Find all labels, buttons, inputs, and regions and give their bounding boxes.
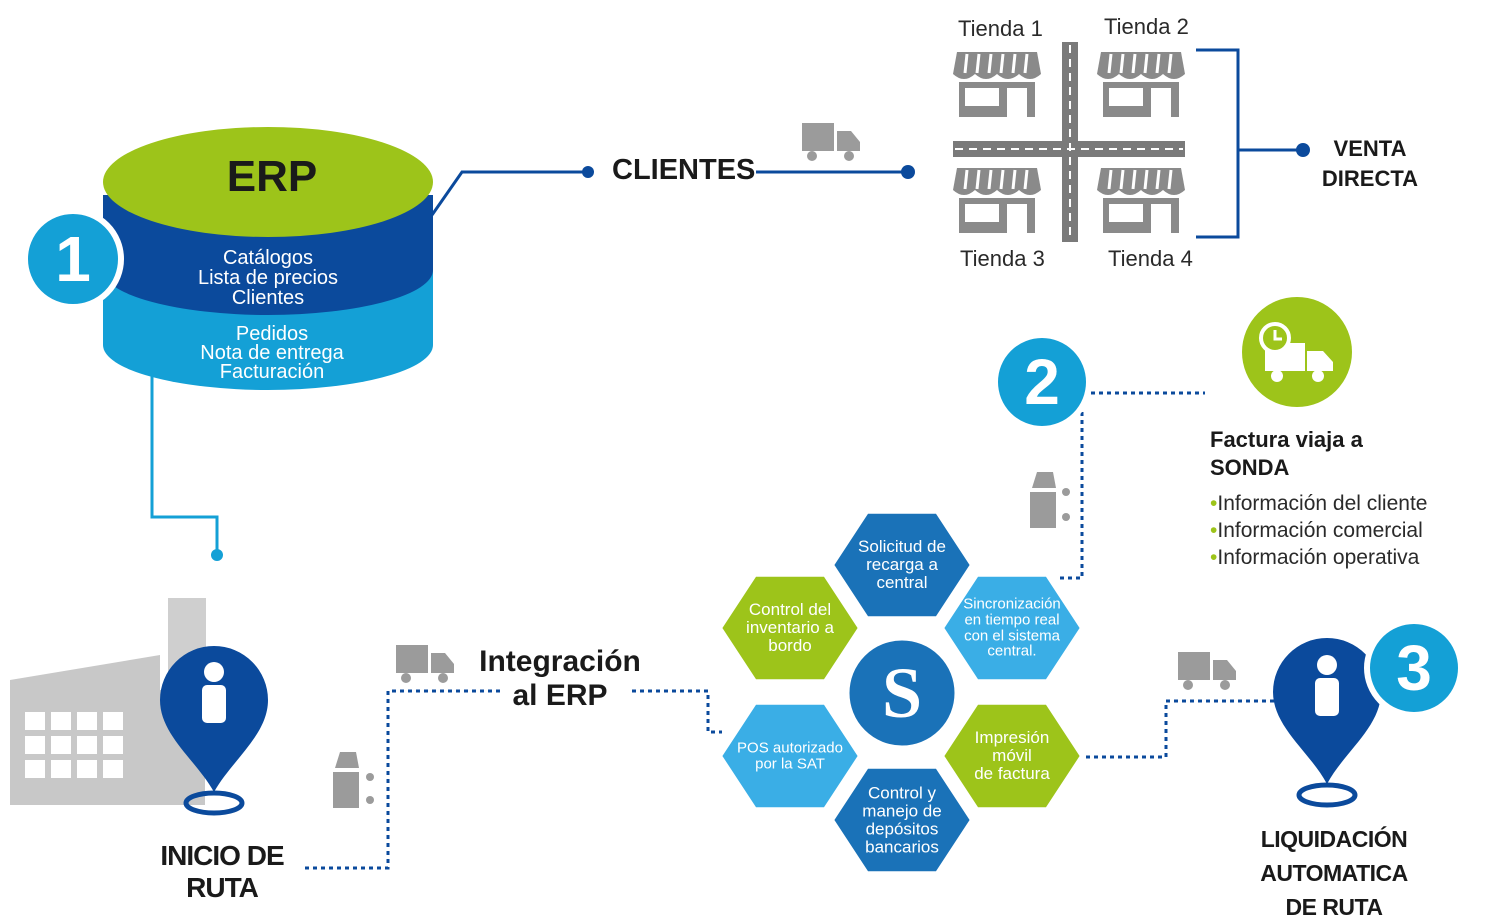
store-icon: [1097, 168, 1185, 233]
truck-icon-clientes: [802, 123, 860, 161]
factura-title: Factura viaja a SONDA: [1210, 427, 1363, 480]
erp-item: Nota de entrega: [200, 342, 344, 364]
hexagon-label: Sincronización en tiempo real con el sis…: [963, 595, 1061, 660]
erp-item: Lista de precios: [197, 267, 339, 289]
store-label-1: Tienda 1: [958, 16, 1043, 41]
hexagon-tile: [939, 700, 1085, 812]
hexagon-tile: [939, 572, 1085, 684]
erp-band-bottom: Pedidos Nota de entrega Facturación: [200, 323, 344, 383]
erp-item: Catálogos: [222, 247, 314, 269]
step-1-badge: 1: [22, 208, 124, 310]
location-pin-liquidacion-icon: [1273, 638, 1381, 808]
erp-cylinder: [103, 127, 433, 390]
store-label-3: Tienda 3: [960, 246, 1045, 271]
truck-icon-integracion: [396, 645, 454, 683]
clientes-label: CLIENTES: [612, 154, 756, 186]
hexagon-tile: [829, 764, 975, 876]
store-label-4: Tienda 4: [1108, 246, 1193, 271]
dotted-connectors: [305, 391, 1275, 870]
list-item: •Información del cliente: [1210, 492, 1428, 515]
connector-erp-clientes: [430, 165, 915, 216]
diagram-canvas: ERP Catálogos Lista de precios Clientes …: [10, 14, 1464, 920]
hexagon-tile: [717, 572, 863, 684]
erp-title: ERP: [226, 152, 318, 201]
venta-directa-label: VENTA DIRECTA: [1321, 136, 1419, 191]
sonda-logo-icon: [844, 635, 960, 751]
inicio-ruta-label: INICIO DE RUTA: [160, 840, 284, 903]
step-2-badge: 2: [992, 332, 1092, 432]
factory-icon: [10, 598, 206, 805]
truck-icon-liquidacion: [1178, 652, 1236, 690]
store-icon: [953, 52, 1041, 117]
hexagon-label: Control y manejo de depósitos bancarios: [862, 783, 942, 856]
diagram-graphics: [10, 42, 1381, 876]
erp-band-top: Catálogos Lista de precios Clientes: [198, 248, 338, 308]
hexagon-tile: [829, 509, 975, 621]
factura-list: •Información del cliente •Información co…: [1210, 490, 1427, 571]
truck-vertical-icon-inicio: [333, 752, 374, 808]
truck-vertical-icon-step2: [1030, 472, 1070, 528]
connector-stores-venta: [1196, 48, 1310, 239]
sonda-logo-letter: S: [881, 653, 923, 733]
hexagon-label: Solicitud de recarga a central: [858, 537, 946, 592]
liquidacion-label: LIQUIDACIÓN AUTOMATICA DE RUTA: [1260, 826, 1408, 920]
list-item: •Información operativa: [1210, 546, 1420, 569]
road-cross: [953, 42, 1185, 242]
connector-erp-factory: [150, 370, 223, 561]
erp-item: Pedidos: [235, 323, 309, 345]
erp-item: Facturación: [219, 361, 325, 383]
step-3-badge: 3: [1364, 618, 1464, 718]
store-icon: [953, 168, 1041, 233]
hexagon-label: Control del inventario a bordo: [746, 600, 834, 655]
list-item: •Información comercial: [1210, 519, 1423, 542]
hexagon-label: POS autorizado por la SAT: [737, 739, 843, 772]
location-pin-inicio-icon: [160, 646, 268, 816]
hexagon-tile: [717, 700, 863, 812]
hexagon-label: Impresión móvil de factura: [974, 728, 1050, 783]
store-label-2: Tienda 2: [1104, 14, 1189, 39]
integracion-label: Integración al ERP: [479, 645, 641, 712]
delivery-clock-icon: [1242, 297, 1352, 407]
store-icon: [1097, 52, 1185, 117]
erp-item: Clientes: [231, 287, 305, 309]
